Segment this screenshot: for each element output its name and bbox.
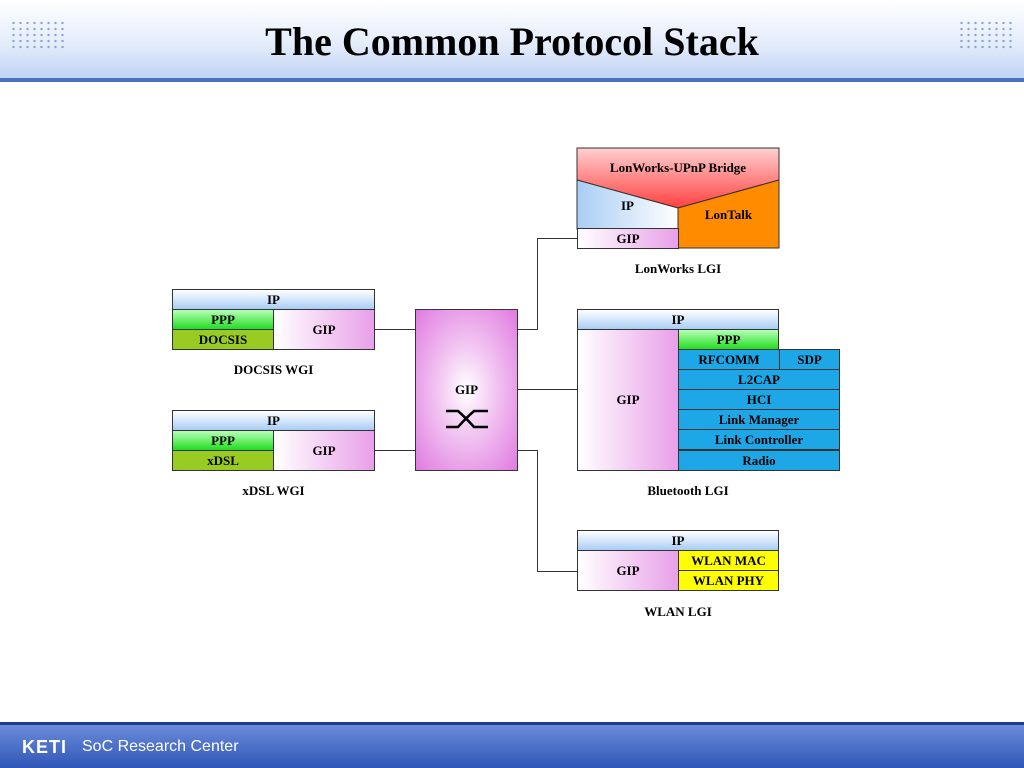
connector-switch-top bbox=[517, 329, 537, 330]
connector-xdsl bbox=[375, 450, 415, 451]
wlan-ip-layer: IP bbox=[577, 530, 779, 551]
header-bar bbox=[0, 0, 1024, 82]
lonworks-lontalk-layer: LonTalk bbox=[704, 207, 753, 222]
connector-docsis bbox=[375, 329, 415, 330]
xdsl-wgi-caption: xDSL WGI bbox=[242, 483, 305, 498]
wlan-lgi-caption: WLAN LGI bbox=[644, 604, 712, 619]
keti-logo: KETI bbox=[22, 737, 68, 757]
dot-grid-right-icon bbox=[958, 20, 1014, 50]
bluetooth-ppp-layer: PPP bbox=[678, 329, 779, 350]
docsis-ppp-layer: PPP bbox=[172, 309, 274, 330]
dot-grid-left-icon bbox=[10, 20, 66, 50]
bluetooth-rfcomm-layer: RFCOMM bbox=[678, 349, 780, 370]
lonworks-lgi-caption: LonWorks LGI bbox=[634, 261, 722, 276]
xdsl-gip-layer: GIP bbox=[273, 430, 375, 471]
wlan-mac-layer: WLAN MAC bbox=[678, 550, 779, 571]
lonworks-gip-layer: GIP bbox=[577, 228, 679, 249]
connector-lonworks bbox=[537, 238, 577, 239]
bluetooth-link-manager-layer: Link Manager bbox=[678, 409, 840, 430]
lonworks-bridge-layer: LonWorks-UPnP Bridge bbox=[609, 160, 747, 175]
connector-switch-bottom bbox=[517, 450, 537, 451]
xdsl-ppp-layer: PPP bbox=[172, 430, 274, 451]
docsis-gip-layer: GIP bbox=[273, 309, 375, 350]
gip-switch-label: GIP bbox=[454, 382, 479, 397]
bluetooth-ip-layer: IP bbox=[577, 309, 779, 330]
footer-org-name: SoC Research Center bbox=[82, 738, 239, 755]
wlan-phy-layer: WLAN PHY bbox=[678, 570, 779, 591]
page-title: The Common Protocol Stack bbox=[265, 19, 759, 64]
bluetooth-sdp-layer: SDP bbox=[779, 349, 840, 370]
wlan-gip-layer: GIP bbox=[577, 550, 679, 591]
gip-switch-box: GIP bbox=[415, 309, 518, 471]
docsis-ip-layer: IP bbox=[172, 289, 375, 310]
bluetooth-gip-layer: GIP bbox=[577, 329, 679, 471]
bluetooth-radio-layer: Radio bbox=[678, 450, 840, 471]
connector-lonworks-vertical bbox=[537, 238, 538, 330]
header-divider bbox=[0, 78, 1024, 82]
bluetooth-hci-layer: HCI bbox=[678, 389, 840, 410]
connector-wlan-vertical bbox=[537, 450, 538, 571]
docsis-wgi-caption: DOCSIS WGI bbox=[233, 362, 314, 377]
connector-bluetooth bbox=[517, 389, 577, 390]
bluetooth-l2cap-layer: L2CAP bbox=[678, 369, 840, 390]
lonworks-ip-layer: IP bbox=[621, 198, 634, 213]
xdsl-phy-layer: xDSL bbox=[172, 450, 274, 471]
docsis-phy-layer: DOCSIS bbox=[172, 329, 274, 350]
bluetooth-lgi-caption: Bluetooth LGI bbox=[647, 483, 729, 498]
connector-wlan bbox=[537, 571, 577, 572]
xdsl-ip-layer: IP bbox=[172, 410, 375, 431]
footer-divider bbox=[0, 722, 1024, 725]
footer-bar bbox=[0, 722, 1024, 768]
bluetooth-link-controller-layer: Link Controller bbox=[678, 429, 840, 450]
